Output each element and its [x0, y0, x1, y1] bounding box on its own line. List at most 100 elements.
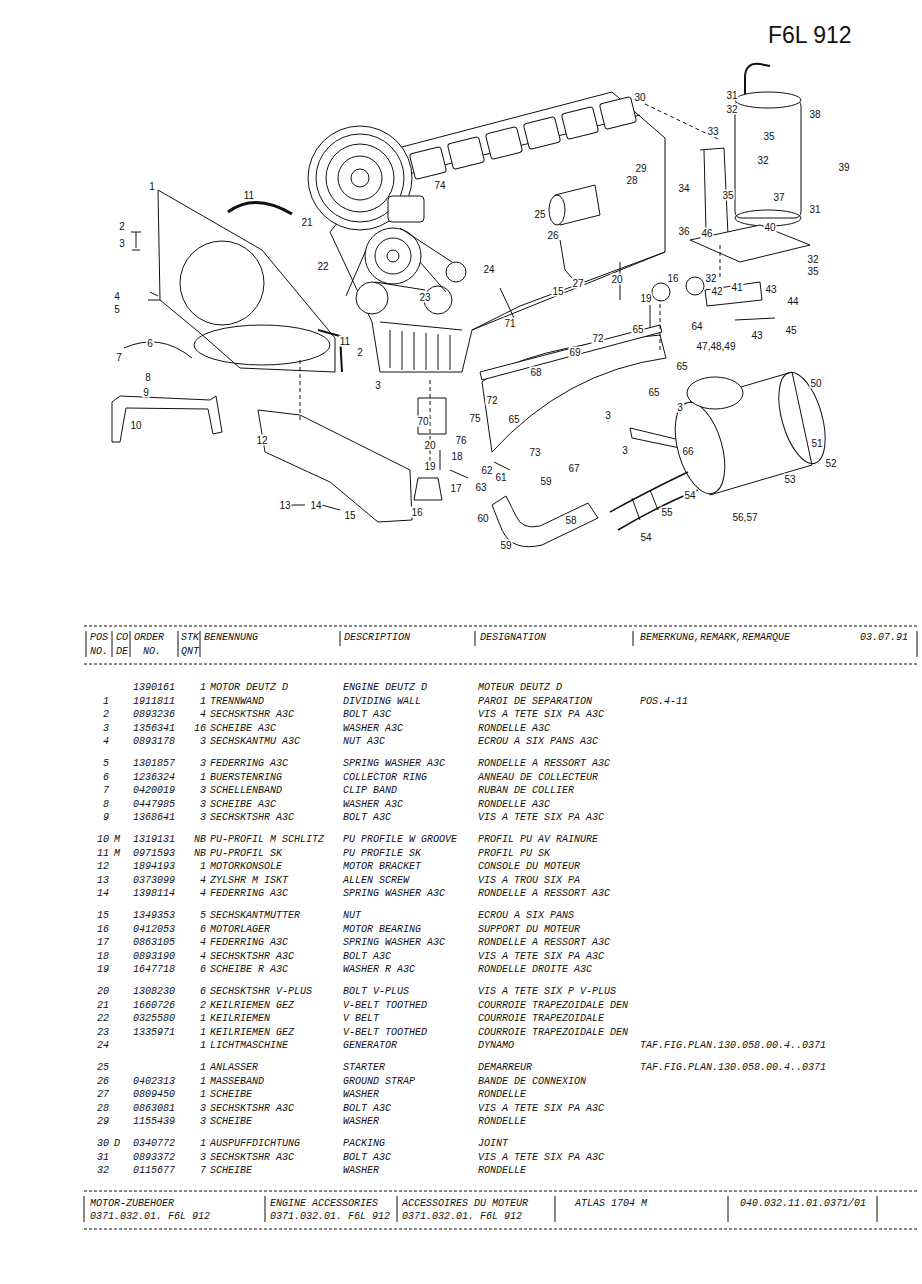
table-cell: 0893178 — [133, 736, 175, 747]
table-cell: ZYLSHR M ISKT — [210, 875, 288, 886]
table-cell: 23 — [97, 1027, 109, 1038]
table-cell: WASHER — [343, 1089, 379, 1100]
table-cell: KEILRIEMEN — [210, 1013, 270, 1024]
callout-number: 13 — [278, 500, 291, 511]
callout-number: 11 — [243, 190, 255, 201]
table-cell: PROFIL PU AV RAINURE — [478, 834, 598, 845]
table-cell: 1301857 — [133, 758, 175, 769]
table-cell: 4 — [200, 875, 206, 886]
table-cell: PAROI DE SEPARATION — [478, 696, 592, 707]
table-cell: 1 — [200, 861, 206, 872]
table-cell: NUT A3C — [343, 736, 385, 747]
engine — [388, 196, 424, 222]
table-cell: 1 — [200, 1040, 206, 1051]
engine — [356, 282, 388, 314]
table-cell: RUBAN DE COLLIER — [478, 785, 574, 796]
table-cell: 2 — [200, 1000, 206, 1011]
table-cell: RONDELLE A RESSORT A3C — [478, 888, 610, 899]
dipstick — [500, 288, 514, 318]
table-cell: 0325580 — [133, 1013, 175, 1024]
table-cell: POS.4-11 — [640, 696, 688, 707]
table-cell: SCHEIBE A3C — [210, 799, 276, 810]
callout-number: 37 — [772, 192, 785, 203]
table-cell: D — [114, 1138, 120, 1149]
table-cell: 10 — [97, 834, 109, 845]
table-cell: 1356341 — [133, 723, 175, 734]
table-cell: 6 — [200, 964, 206, 975]
table-cell: 7 — [103, 785, 109, 796]
table-cell: SECHSKTSHR A3C — [210, 1152, 294, 1163]
table-cell: WASHER R A3C — [343, 964, 415, 975]
table-cell: ENGINE DEUTZ D — [343, 682, 427, 693]
muffler — [645, 104, 720, 280]
table-cell: 18 — [97, 951, 109, 962]
dividing-wall — [148, 190, 335, 372]
table-cell: PU PROFILE SK — [343, 848, 421, 859]
air-filter — [687, 377, 743, 409]
callout-number: 67 — [567, 463, 580, 474]
table-cell: SCHEIBE — [210, 1116, 252, 1127]
table-cell: 16 — [97, 924, 109, 935]
table-cell: 4 — [200, 709, 206, 720]
table-cell: KEILRIEMEN GEZ — [210, 1027, 294, 1038]
table-cell: 1398114 — [133, 888, 175, 899]
table-cell: PU-PROFIL M SCHLITZ — [210, 834, 324, 845]
table-cell: ANLASSER — [210, 1062, 258, 1073]
table-cell: DEMARREUR — [478, 1062, 532, 1073]
table-cell: 1390161 — [133, 682, 175, 693]
callout-number: 24 — [482, 264, 495, 275]
table-cell: SECHSKTSHR A3C — [210, 1103, 294, 1114]
table-cell: 13 — [97, 875, 109, 886]
callout-number: 10 — [129, 420, 142, 431]
table-cell: STARTER — [343, 1062, 385, 1073]
table-cell: AUSPUFFDICHTUNG — [210, 1138, 300, 1149]
callout-number: 3 — [604, 410, 612, 421]
callout-number: 16 — [410, 507, 423, 518]
header-cell: DESCRIPTION — [344, 632, 410, 643]
table-cell: 6 — [200, 924, 206, 935]
table-cell: V BELT — [343, 1013, 379, 1024]
callout-number: 54 — [639, 532, 652, 543]
bar — [112, 396, 222, 442]
table-rule — [84, 1191, 917, 1192]
column-bar — [84, 1196, 877, 1222]
table-cell: 1236324 — [133, 772, 175, 783]
table-cell: 1 — [200, 1062, 206, 1073]
table-cell: 9 — [103, 812, 109, 823]
engine — [308, 92, 665, 372]
table-cell: GENERATOR — [343, 1040, 397, 1051]
table-cell: 16 — [194, 723, 206, 734]
table-cell: 3 — [200, 785, 206, 796]
header-cell: QNT — [181, 646, 199, 657]
callout-number: 36 — [677, 226, 690, 237]
table-cell: ANNEAU DE COLLECTEUR — [478, 772, 598, 783]
callout-number: 71 — [503, 318, 516, 329]
engine — [338, 156, 382, 200]
table-cell: 0893372 — [133, 1152, 175, 1163]
table-cell: MOTOR BRACKET — [343, 861, 421, 872]
callout-number: 70 — [416, 416, 429, 427]
table-cell: VIS A TETE SIX PA A3C — [478, 1152, 604, 1163]
table-cell: NB — [194, 848, 206, 859]
table-cell: TAF.FIG.PLAN.130.058.00.4..0371 — [640, 1040, 826, 1051]
callout-number: 7 — [115, 352, 123, 363]
table-cell: VIS A TETE SIX PA A3C — [478, 812, 604, 823]
muffler — [735, 92, 801, 108]
table-cell: RONDELLE — [478, 1116, 526, 1127]
callout-number: 52 — [824, 458, 837, 469]
table-cell: 0420019 — [133, 785, 175, 796]
table-cell: WASHER A3C — [343, 799, 403, 810]
callout-number: 3 — [621, 445, 629, 456]
air-filter — [770, 367, 834, 468]
table-cell: 3 — [200, 1152, 206, 1163]
callout-number: 34 — [677, 183, 690, 194]
callout-number: 33 — [706, 126, 719, 137]
table-cell: 12 — [97, 861, 109, 872]
callout-number: 19 — [423, 461, 436, 472]
callout-number: 19 — [639, 293, 652, 304]
table-cell: KEILRIEMEN GEZ — [210, 1000, 294, 1011]
table-cell: COURROIE TRAPEZOIDALE — [478, 1013, 604, 1024]
callout-number: 4 — [113, 291, 121, 302]
table-cell: 27 — [97, 1089, 109, 1100]
table-cell: LICHTMASCHINE — [210, 1040, 288, 1051]
